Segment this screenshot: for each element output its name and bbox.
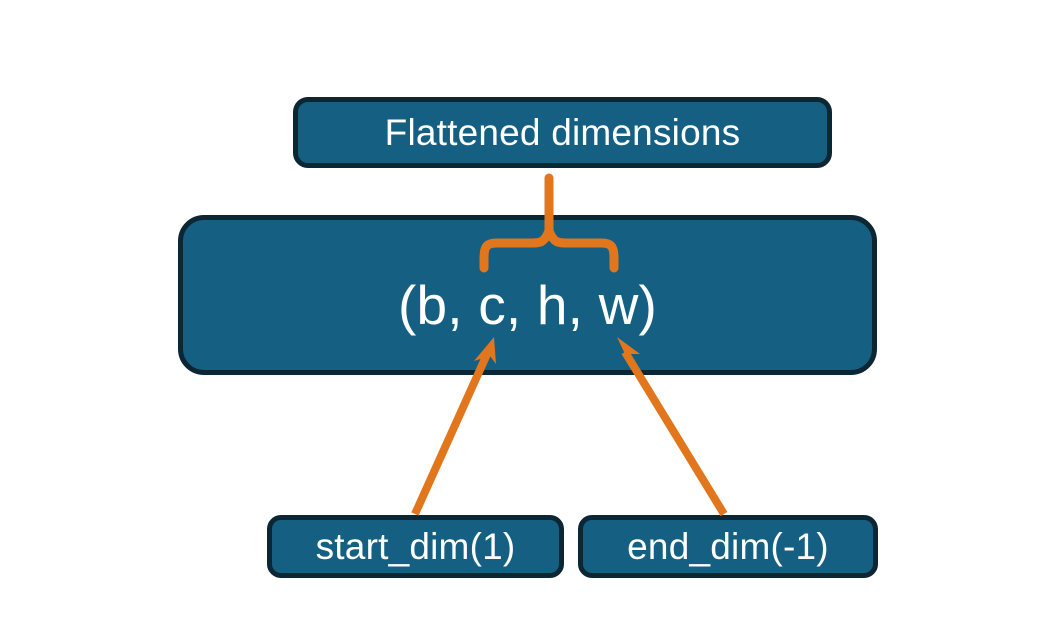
- flattened-dimensions-label: Flattened dimensions: [384, 112, 741, 153]
- tensor-shape-label: (b, c, h, w): [397, 274, 658, 336]
- flattened-dimensions-box[interactable]: Flattened dimensions: [293, 97, 832, 168]
- start-dim-label: start_dim(1): [315, 526, 516, 567]
- end-dim-label: end_dim(-1): [627, 526, 829, 567]
- tensor-shape-box[interactable]: (b, c, h, w): [178, 215, 877, 375]
- end-dim-box[interactable]: end_dim(-1): [578, 515, 878, 578]
- start-dim-box[interactable]: start_dim(1): [267, 515, 564, 578]
